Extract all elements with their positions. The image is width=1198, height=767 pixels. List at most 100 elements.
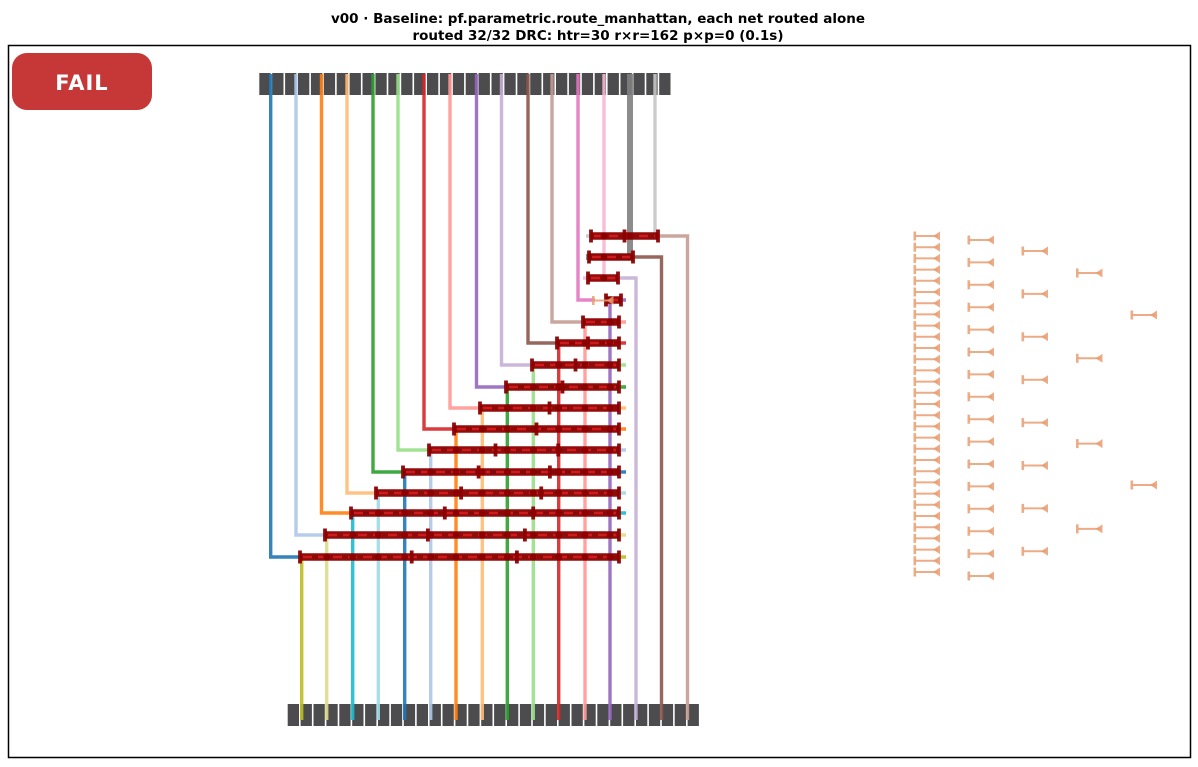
drc-marker-c2-7-right-arrow — [1041, 546, 1048, 556]
drc-marker-c0-13-left-cap — [913, 377, 917, 387]
violation-cap — [617, 443, 621, 457]
pin-bottom-8 — [390, 704, 403, 726]
drc-marker-c0-20-right-arrow — [933, 455, 940, 465]
violation-node — [478, 446, 486, 454]
violation-node — [555, 425, 563, 433]
pin-bottom-0 — [287, 704, 299, 726]
violation-node — [606, 489, 614, 497]
violation-cap — [530, 358, 534, 372]
drc-marker-c2-0-right-arrow — [1041, 246, 1048, 256]
net-00-top — [269, 74, 309, 559]
pin-top-22 — [543, 73, 555, 95]
net-20-bottom — [403, 470, 626, 720]
violation-node — [427, 509, 435, 517]
drc-marker-c1-6-right-arrow — [987, 369, 994, 379]
drc-marker-c4-1-right-arrow — [1150, 480, 1157, 490]
violation-cap — [493, 443, 498, 457]
drc-marker-c0-7-right-arrow — [933, 309, 940, 319]
violation-node — [600, 274, 608, 282]
drc-marker-c1-14-right-arrow — [987, 549, 994, 559]
drc-marker-c0-20-left-cap — [913, 455, 917, 465]
drc-marker-c0-15-right-arrow — [933, 399, 940, 409]
violation-node — [581, 489, 589, 497]
drc-marker-c1-13-right-arrow — [987, 526, 994, 536]
drc-marker-c4-0-right-arrow — [1150, 310, 1157, 320]
violation-node — [478, 531, 486, 539]
drc-marker-c0-0-right-arrow — [933, 231, 940, 241]
violation-node — [427, 531, 435, 539]
pin-top-27 — [607, 73, 619, 95]
drc-marker-c0-25-right-arrow — [933, 511, 940, 521]
violation-cap — [586, 271, 590, 285]
violation-node — [555, 361, 563, 369]
violation-cap — [617, 336, 621, 350]
violation-cap — [476, 465, 481, 479]
drc-marker-c2-0-left-cap — [1021, 246, 1025, 256]
violation-node — [581, 553, 589, 561]
drc-marker-c0-1-left-cap — [913, 242, 917, 252]
drc-marker-c1-12-left-cap — [967, 504, 971, 514]
drc-marker-c1-7-left-cap — [967, 392, 971, 402]
pin-top-13 — [427, 73, 439, 95]
violation-node — [626, 232, 634, 240]
drc-marker-c0-4-right-arrow — [933, 276, 940, 286]
net-03-top — [345, 74, 386, 495]
violation-cap — [523, 528, 527, 542]
pin-bottom-9 — [403, 704, 416, 726]
status-badge-label: FAIL — [55, 71, 108, 95]
violation-node — [503, 404, 511, 412]
drc-marker-c0-19-right-arrow — [933, 444, 940, 454]
net-06-top — [422, 74, 463, 431]
drc-marker-c0-21-right-arrow — [933, 466, 940, 476]
net-08-top — [474, 74, 514, 389]
drc-marker-c2-2-left-cap — [1021, 332, 1025, 342]
drc-marker-c1-15-left-cap — [967, 571, 971, 581]
net-29-bottom — [616, 276, 638, 720]
pin-bottom-13 — [455, 704, 467, 726]
net-15-top — [586, 74, 657, 238]
violation-cap — [617, 550, 621, 564]
drc-marker-c0-23-left-cap — [913, 489, 917, 499]
pin-bottom-10 — [416, 704, 428, 726]
violation-node — [606, 446, 614, 454]
pin-top-8 — [362, 73, 374, 95]
violation-node — [529, 446, 537, 454]
drc-marker-c0-14-left-cap — [913, 388, 917, 398]
violation-cap — [349, 506, 353, 520]
pin-top-9 — [375, 73, 387, 95]
drc-marker-c1-0-left-cap — [967, 235, 971, 245]
pin-bottom-1 — [300, 704, 312, 726]
drc-marker-c1-9-left-cap — [967, 437, 971, 447]
violation-node — [529, 509, 537, 517]
drc-marker-c2-1-right-arrow — [1041, 289, 1048, 299]
pin-bottom-12 — [442, 704, 454, 726]
violation-cap — [548, 465, 552, 479]
violation-cap — [656, 229, 660, 243]
drc-marker-c2-6-right-arrow — [1041, 503, 1048, 513]
drc-marker-c0-17-left-cap — [913, 421, 917, 431]
violation-node — [478, 468, 486, 476]
pin-bottom-18 — [519, 704, 532, 726]
violation-node — [452, 509, 460, 517]
drc-marker-c2-4-left-cap — [1021, 418, 1025, 428]
drc-marker-c0-18-left-cap — [913, 433, 917, 443]
pin-top-30 — [646, 73, 658, 95]
drc-marker-c0-27-left-cap — [913, 533, 917, 543]
pin-top-7 — [349, 73, 361, 95]
drc-marker-c1-7-right-arrow — [987, 392, 994, 402]
violation-node — [374, 531, 382, 539]
drc-marker-c0-23-right-arrow — [933, 489, 940, 499]
drc-marker-c2-5-right-arrow — [1041, 461, 1048, 470]
drc-marker-c3-2-left-cap — [1076, 439, 1079, 449]
violation-node — [581, 531, 589, 539]
drc-marker-c2-3-left-cap — [1021, 375, 1025, 385]
drc-marker-c0-12-right-arrow — [933, 365, 940, 375]
drc-marker-c0-8-left-cap — [913, 321, 917, 331]
figure-title-line1: v00 · Baseline: pf.parametric.route_manh… — [331, 11, 865, 27]
violation-node — [503, 553, 511, 561]
violation-cap — [617, 380, 621, 394]
drc-marker-c0-11-left-cap — [913, 354, 917, 364]
drc-marker-c1-14-left-cap — [967, 549, 971, 559]
violation-cap — [587, 250, 591, 264]
drc-marker-c1-4-left-cap — [967, 325, 971, 335]
